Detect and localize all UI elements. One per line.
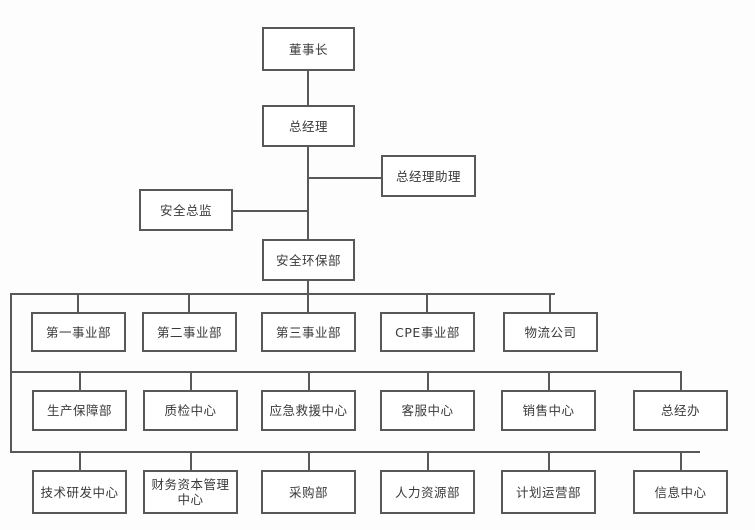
node-row2-6[interactable]: 总经办 (633, 390, 728, 431)
connector-safetyenv-to-row1 (307, 281, 309, 295)
node-row1-1-label: 第一事业部 (45, 324, 111, 340)
node-row2-5[interactable]: 销售中心 (501, 390, 596, 431)
node-row1-3[interactable]: 第三事业部 (261, 312, 356, 352)
node-safety-env-dept[interactable]: 安全环保部 (262, 239, 355, 281)
node-row3-6-label: 信息中心 (654, 484, 707, 500)
node-row3-4-label: 人力资源部 (394, 484, 460, 500)
spine-row1-to-row2 (10, 293, 12, 373)
node-row3-4[interactable]: 人力资源部 (380, 470, 475, 514)
spine-row2-to-row3 (10, 371, 12, 453)
drop-row3-3 (308, 451, 310, 470)
bus-row2 (10, 371, 682, 373)
drop-row2-3 (308, 371, 310, 390)
node-safety-env-dept-label: 安全环保部 (275, 252, 341, 268)
node-row1-3-label: 第三事业部 (275, 324, 341, 340)
node-row2-1-label: 生产保障部 (46, 403, 112, 418)
node-row2-1[interactable]: 生产保障部 (32, 390, 127, 431)
drop-row2-2 (190, 371, 192, 390)
node-row2-2[interactable]: 质检中心 (143, 390, 238, 431)
node-row1-2[interactable]: 第二事业部 (142, 312, 237, 352)
drop-row1-3 (307, 293, 309, 312)
node-row3-1-label: 技术研发中心 (40, 484, 119, 500)
drop-row2-1 (79, 371, 81, 390)
connector-gm-to-assistant (307, 177, 382, 179)
node-row2-5-label: 销售中心 (522, 403, 575, 418)
node-gm-assistant-label: 总经理助理 (395, 168, 461, 184)
node-row3-5[interactable]: 计划运营部 (501, 470, 596, 514)
connector-gm-to-safety-director (232, 210, 309, 212)
connector-gm-spine (307, 147, 309, 239)
node-chairman-label: 董事长 (288, 41, 328, 57)
drop-row3-2 (190, 451, 192, 470)
drop-row2-4 (427, 371, 429, 390)
node-safety-director-label: 安全总监 (159, 202, 212, 218)
node-row3-5-label: 计划运营部 (515, 484, 581, 500)
node-row3-2-label: 财务资本管理中心 (151, 477, 230, 507)
node-row2-3[interactable]: 应急救援中心 (261, 390, 356, 431)
node-row3-2[interactable]: 财务资本管理中心 (143, 470, 238, 514)
drop-row1-5 (549, 293, 551, 312)
node-row3-3[interactable]: 采购部 (261, 470, 356, 514)
node-chairman[interactable]: 董事长 (262, 27, 355, 71)
node-row1-4[interactable]: CPE事业部 (380, 312, 475, 352)
node-row3-3-label: 采购部 (288, 484, 328, 500)
node-row1-4-label: CPE事业部 (395, 324, 460, 340)
node-row3-1[interactable]: 技术研发中心 (32, 470, 127, 514)
node-row1-1[interactable]: 第一事业部 (31, 312, 126, 352)
node-row2-4[interactable]: 客服中心 (380, 390, 475, 431)
node-general-manager[interactable]: 总经理 (262, 105, 355, 147)
drop-row3-5 (548, 451, 550, 470)
drop-row1-4 (426, 293, 428, 312)
node-general-manager-label: 总经理 (288, 118, 328, 134)
bus-row3 (10, 451, 700, 453)
node-row2-4-label: 客服中心 (401, 403, 454, 418)
drop-row2-6 (680, 371, 682, 390)
node-row1-2-label: 第二事业部 (156, 324, 222, 340)
drop-row2-5 (548, 371, 550, 390)
node-safety-director[interactable]: 安全总监 (139, 189, 233, 231)
drop-row1-2 (188, 293, 190, 312)
connector-chairman-to-gm (307, 71, 309, 105)
drop-row3-6 (680, 451, 682, 470)
node-row1-5[interactable]: 物流公司 (503, 312, 598, 352)
node-row2-6-label: 总经办 (660, 403, 700, 418)
drop-row3-4 (427, 451, 429, 470)
drop-row1-1 (77, 293, 79, 312)
bus-row1 (10, 293, 555, 295)
node-gm-assistant[interactable]: 总经理助理 (381, 155, 476, 197)
node-row1-5-label: 物流公司 (524, 324, 577, 340)
drop-row3-1 (79, 451, 81, 470)
node-row2-3-label: 应急救援中心 (269, 403, 348, 418)
node-row2-2-label: 质检中心 (164, 403, 217, 418)
node-row3-6[interactable]: 信息中心 (633, 470, 728, 514)
